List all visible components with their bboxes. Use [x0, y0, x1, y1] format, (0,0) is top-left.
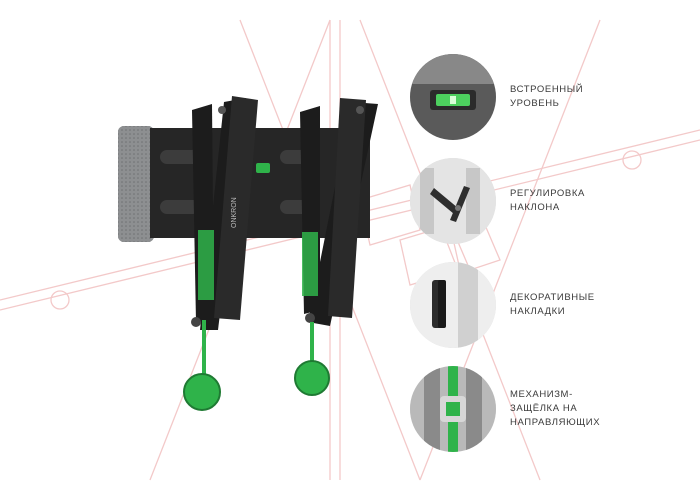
feature-label: ДЕКОРАТИВНЫЕ НАКЛАДКИ	[510, 292, 595, 317]
feature-level: ВСТРОЕННЫЙ УРОВЕНЬ	[410, 54, 700, 140]
right-arm	[300, 98, 378, 326]
feature-covers: ДЕКОРАТИВНЫЕ НАКЛАДКИ	[410, 262, 700, 348]
feature-label: ВСТРОЕННЫЙ УРОВЕНЬ	[510, 84, 584, 109]
brand-mark: ONKRON	[231, 197, 238, 228]
feature-label: МЕХАНИЗМ- ЗАЩЁЛКА НА НАПРАВЛЯЮЩИХ	[510, 389, 601, 428]
latch-mechanism-icon	[410, 366, 496, 452]
left-arm	[191, 96, 258, 330]
tv-mount-image: ONKRON	[118, 96, 378, 411]
feature-tilt: РЕГУЛИРОВКА НАКЛОНА	[410, 158, 700, 244]
feature-label: РЕГУЛИРОВКА НАКЛОНА	[510, 188, 585, 213]
decor-cover-icon	[410, 262, 496, 348]
tilt-adjust-icon	[410, 158, 496, 244]
feature-latch: МЕХАНИЗМ- ЗАЩЁЛКА НА НАПРАВЛЯЮЩИХ	[410, 366, 700, 452]
pull-cords	[183, 320, 330, 411]
bubble-level-icon	[410, 54, 496, 140]
